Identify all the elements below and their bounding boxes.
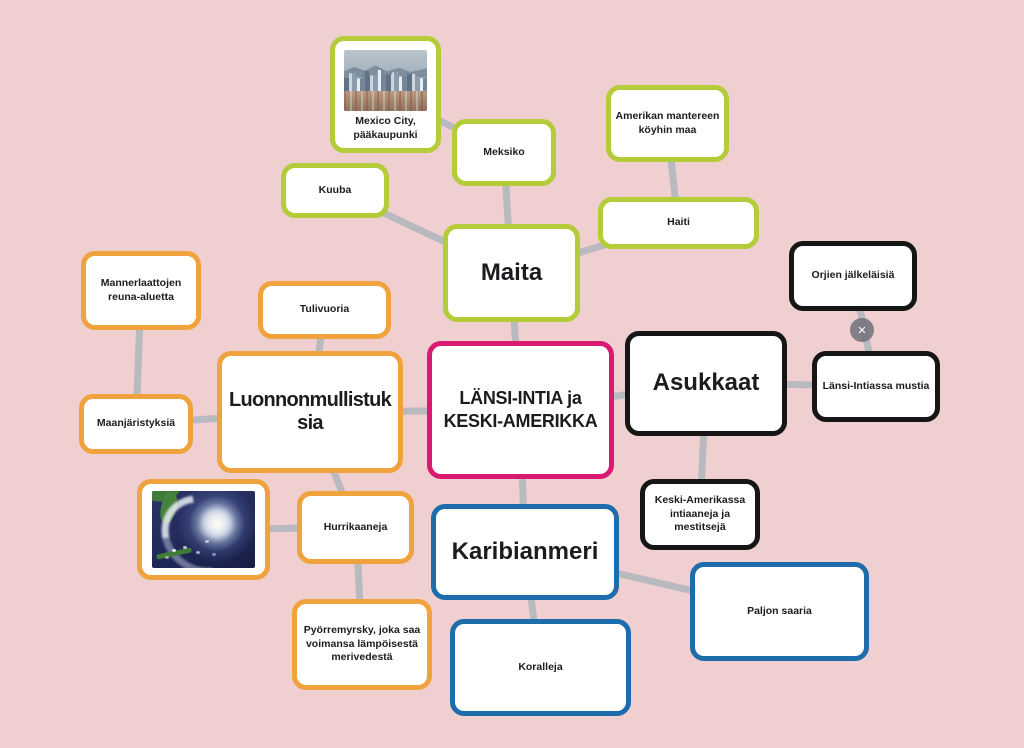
node-paljon-saaria-label: Paljon saaria [747, 604, 812, 617]
node-paljon-saaria[interactable]: Paljon saaria [690, 562, 869, 661]
photo-foreground [344, 91, 427, 112]
node-lansi-intiassa-label: Länsi-Intiassa mustia [822, 379, 930, 392]
node-orjien-label: Orjien jälkeläisiä [811, 269, 895, 282]
node-haiti-label: Haiti [667, 216, 690, 229]
node-karibianmeri[interactable]: Karibianmeri [431, 504, 619, 600]
node-mexico-city[interactable]: Mexico City, pääkaupunki [330, 36, 441, 153]
delete-connection-button[interactable]: ✕ [850, 318, 874, 342]
node-amerikan-mantereen[interactable]: Amerikan mantereen köyhin maa [606, 85, 729, 162]
node-karibianmeri-label: Karibianmeri [451, 537, 599, 565]
mexico-city-photo [344, 50, 427, 112]
node-tulivuoria[interactable]: Tulivuoria [258, 281, 391, 339]
node-kuuba[interactable]: Kuuba [281, 163, 389, 218]
node-kuuba-label: Kuuba [318, 183, 352, 196]
node-orjien[interactable]: Orjien jälkeläisiä [789, 241, 917, 311]
node-pyorremyrsky[interactable]: Pyörremyrsky, joka saa voimansa lämpöise… [292, 599, 432, 690]
close-icon: ✕ [857, 324, 867, 337]
photo-clouds [172, 549, 176, 552]
node-center-topic-label: LÄNSI-INTIA ja KESKI-AMERIKKA [443, 387, 598, 431]
hurricane-photo [152, 491, 255, 568]
node-mannerlaattojen-label: Mannerlaattojen reuna-aluetta [100, 276, 182, 303]
node-lansi-intiassa[interactable]: Länsi-Intiassa mustia [812, 351, 940, 422]
node-tulivuoria-label: Tulivuoria [299, 303, 350, 316]
node-maita[interactable]: Maita [443, 224, 580, 322]
node-koralleja-label: Koralleja [518, 660, 563, 673]
node-center-topic[interactable]: LÄNSI-INTIA ja KESKI-AMERIKKA [427, 341, 614, 479]
node-maanjaristyksia-label: Maanjäristyksiä [96, 417, 176, 430]
node-mexico-city-label: Mexico City, pääkaupunki [353, 115, 418, 141]
node-amerikan-mantereen-label: Amerikan mantereen köyhin maa [615, 109, 720, 136]
node-maita-label: Maita [480, 258, 543, 286]
node-meksiko-label: Meksiko [483, 145, 525, 158]
node-maanjaristyksia[interactable]: Maanjäristyksiä [79, 394, 193, 454]
node-mannerlaattojen[interactable]: Mannerlaattojen reuna-aluetta [81, 251, 201, 330]
node-haiti[interactable]: Haiti [598, 197, 759, 249]
node-luonnonmullistuksia[interactable]: Luonnonmullistuksia [217, 351, 403, 473]
photo-mountains [344, 65, 427, 78]
node-asukkaat[interactable]: Asukkaat [625, 331, 787, 436]
node-luonnonmullistuksia-label: Luonnonmullistuksia [228, 389, 392, 434]
node-koralleja[interactable]: Koralleja [450, 619, 631, 716]
node-keski-amerikassa[interactable]: Keski-Amerikassa intiaaneja ja mestitsej… [640, 479, 760, 550]
node-hurricane-photo[interactable] [137, 479, 270, 580]
node-keski-amerikassa-label: Keski-Amerikassa intiaaneja ja mestitsej… [654, 494, 746, 534]
node-pyorremyrsky-label: Pyörremyrsky, joka saa voimansa lämpöise… [303, 624, 421, 664]
node-meksiko[interactable]: Meksiko [452, 119, 556, 186]
node-hurrikaaneja[interactable]: Hurrikaaneja [297, 491, 414, 564]
node-asukkaat-label: Asukkaat [652, 369, 760, 397]
node-hurrikaaneja-label: Hurrikaaneja [323, 520, 388, 533]
